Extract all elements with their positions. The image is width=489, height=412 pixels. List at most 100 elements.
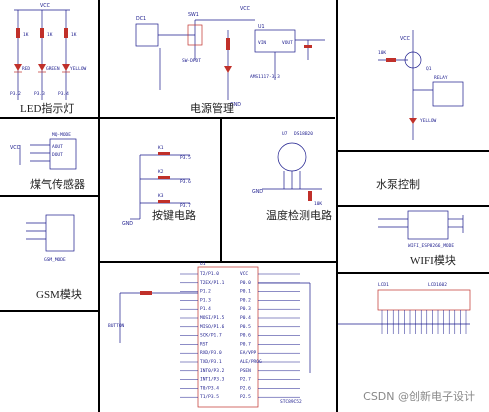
net-p34: P3.4	[58, 91, 69, 97]
mcu-model: STC89C52	[280, 399, 302, 405]
frame-h-pump	[336, 150, 489, 152]
mcu-ref: U1	[200, 261, 206, 267]
mcu-right-pin: P0.7	[240, 341, 251, 347]
mcu-left-pin: SCK/P1.7	[200, 333, 222, 339]
btn2-net: P3.6	[180, 179, 191, 185]
u1-label: U1	[258, 24, 265, 30]
frame-v-temp	[220, 117, 222, 262]
gsm-mode-label: GSM_MODE	[44, 257, 66, 263]
lcd-ref: LCD1	[378, 282, 389, 288]
frame-h-gsm	[0, 310, 99, 312]
ams-label: AMS1117-3.3	[250, 74, 280, 80]
wifi-schematic: WIFI_ESP8266_MODE	[378, 210, 464, 249]
mcu-left-pins: T2/P1.0T2EX/P1.1P1.2P1.3P1.4MOSI/P1.5MIS…	[180, 271, 225, 400]
led-title: LED指示灯	[20, 103, 75, 115]
mcu-left-pin: T1/P3.5	[200, 394, 219, 400]
dc1-label: DC1	[136, 16, 146, 22]
mcu-left-pin: T2EX/P1.1	[200, 280, 225, 286]
frame-h-main	[99, 261, 337, 263]
vin-label: VIN	[258, 40, 266, 46]
svg-text:1K: 1K	[47, 32, 53, 38]
pump-r-label: 10K	[378, 50, 386, 56]
mcu-left-pin: MOSI/P1.5	[200, 315, 225, 321]
frame-h-wifi	[336, 272, 489, 274]
mq-mode-label: MQ-MODE	[52, 132, 71, 138]
mcu-right-pin: P0.6	[240, 333, 251, 339]
mcu-left-pin: T0/P3.4	[200, 385, 219, 391]
mcu-right-pins: VCC P0.0P0.1P0.2P0.3P0.4P0.5P0.6P0.7EA/VP…	[240, 271, 300, 400]
frame-h-pump2	[336, 205, 489, 207]
mcu-right-pin: P2.6	[240, 385, 251, 391]
btn-gnd: GND	[122, 221, 133, 227]
temp-schematic: U7 DS18B20 10K GND	[252, 131, 322, 207]
watermark: CSDN @创新电子设计	[363, 390, 475, 403]
temp-r-label: 10K	[314, 201, 322, 207]
lcd-schematic: LCD1 LCD1602	[338, 282, 471, 334]
lcd-pin-group	[381, 310, 467, 334]
mcu-right-pin: PSEN	[240, 368, 251, 374]
wifi-title: WIFI模块	[410, 255, 456, 267]
btn1-net: P3.5	[180, 155, 191, 161]
net-p32: P3.2	[10, 91, 21, 97]
gas-title: 煤气传感器	[30, 179, 85, 191]
mcu-schematic: U1 STC89C52 BUTTON T2/P1.0T2EX/P1.1P1.2P…	[108, 261, 311, 408]
frame-v-mcu	[98, 261, 100, 412]
gnd-power: GND	[230, 102, 241, 108]
led-yellow-label: YELLOW	[70, 66, 87, 72]
gsm-title: GSM模块	[36, 289, 82, 301]
power-schematic: DC1 SW1 SW-DPDT U1 VIN VOUT AMS1117-3.3 …	[135, 6, 325, 108]
mcu-right-pin: P0.3	[240, 306, 251, 312]
btn3-code: K3	[158, 193, 164, 199]
svg-text:VCC: VCC	[40, 3, 51, 9]
sw-dpdt-label: SW-DPDT	[182, 58, 201, 64]
mcu-left-pin: INT1/P3.3	[200, 377, 225, 383]
svg-text:VCC: VCC	[10, 145, 21, 151]
svg-text:1K: 1K	[71, 32, 77, 38]
pump-schematic: VCC Q1 RELAY YELLOW 10K	[378, 30, 464, 140]
mcu-right-pin: P0.0	[240, 280, 251, 286]
vout-label: VOUT	[282, 40, 293, 46]
led-schematic: VCC 1K 1K 1K RED GREEN YELLOW P3.2 P3.3 …	[10, 3, 87, 100]
mcu-left-pin: INT0/P3.2	[200, 368, 225, 374]
net-p33: P3.3	[34, 91, 45, 97]
mcu-left-pin: T2/P1.0	[200, 271, 219, 277]
mcu-right-pin: P0.4	[240, 315, 251, 321]
btn2-code: K2	[158, 169, 164, 175]
mcu-left-pin: MISO/P1.6	[200, 324, 225, 330]
mcu-left-pin: TXD/P3.1	[200, 359, 222, 365]
mcu-left-pin: P1.2	[200, 289, 211, 295]
relay-label: RELAY	[434, 75, 448, 81]
vcc-power: VCC	[240, 6, 251, 12]
svg-text:Q1: Q1	[426, 66, 432, 72]
btn3-net: P3.7	[180, 203, 191, 209]
led-red-label: RED	[22, 66, 30, 72]
temp-gnd: GND	[252, 189, 263, 195]
frame-h1	[0, 117, 335, 119]
ds18b20-label: DS18B20	[294, 131, 313, 137]
mcu-right-pin: P0.2	[240, 297, 251, 303]
btn1-code: K1	[158, 145, 164, 151]
gas-schematic: MQ-MODE AOUT DOUT VCC	[10, 132, 77, 170]
lcd-model: LCD1602	[428, 282, 447, 288]
sw1-label: SW1	[188, 12, 199, 18]
mcu-right-pin: P0.5	[240, 324, 251, 330]
pump-led-label: YELLOW	[420, 118, 437, 124]
led-green-label: GREEN	[46, 66, 60, 72]
mcu-left-pin: P1.4	[200, 306, 211, 312]
button-title: 按键电路	[152, 210, 196, 222]
u7-label: U7	[282, 131, 288, 137]
mcu-right-pin: P2.5	[240, 394, 251, 400]
aout-label: AOUT	[52, 144, 63, 150]
mcu-left-pin: RST	[200, 341, 208, 347]
mcu-left-pin: P1.3	[200, 297, 211, 303]
pump-title: 水泵控制	[376, 179, 420, 191]
mcu-right-pin: VCC	[240, 271, 248, 277]
temp-title: 温度检测电路	[266, 210, 332, 222]
mcu-right-pin: P0.1	[240, 289, 251, 295]
mcu-right-pin: EA/VPP	[240, 350, 257, 356]
button-schematic: K1 K2 K3 P3.5 P3.6 P3.7 GND	[122, 145, 191, 227]
svg-text:VCC: VCC	[400, 36, 411, 42]
wifi-mode-label: WIFI_ESP8266_MODE	[408, 243, 454, 249]
mcu-left-pin: RXD/P3.0	[200, 350, 222, 356]
frame-v-gas	[98, 117, 100, 262]
